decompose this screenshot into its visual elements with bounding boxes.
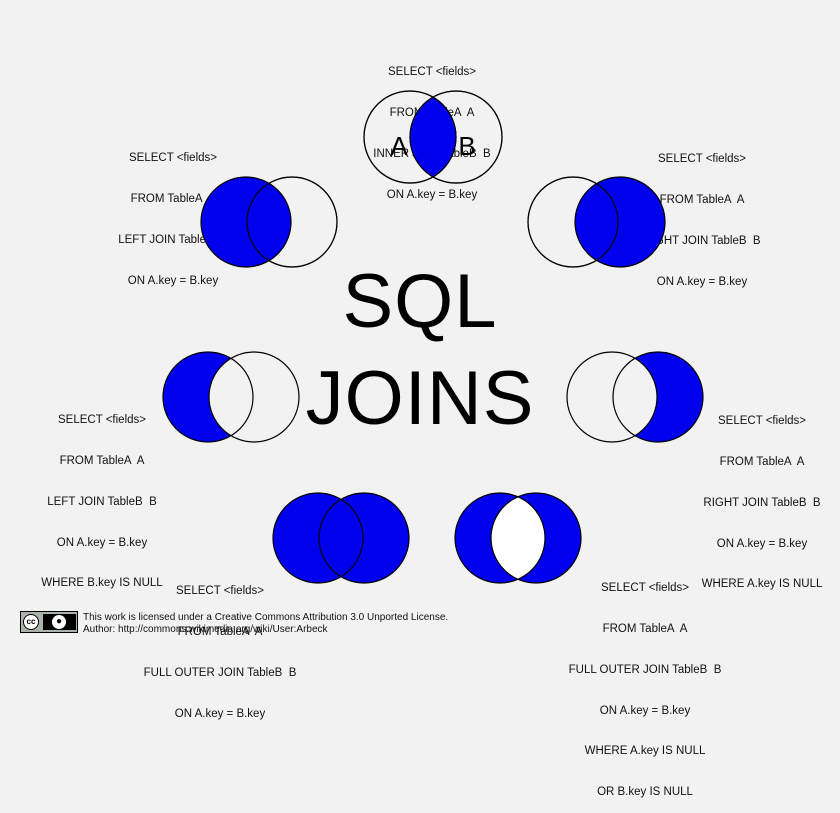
venn-circle-b <box>208 351 300 443</box>
venn-circle-a-filled <box>163 352 253 442</box>
venn-left-excluding-join <box>162 351 300 443</box>
sql-line: SELECT <fields> <box>387 66 476 79</box>
sql-right-join: SELECT <fields> FROM TableA A RIGHT JOIN… <box>622 126 782 303</box>
venn-full-outer-excluding-join <box>454 492 582 584</box>
sql-line: SELECT <fields> <box>57 414 146 427</box>
venn-circle-b-filled <box>319 493 409 583</box>
sql-right-excluding-join: SELECT <fields> FROM TableA A RIGHT JOIN… <box>682 388 840 606</box>
sql-line: WHERE B.key IS NULL <box>41 577 163 590</box>
sql-line: WHERE A.key IS NULL <box>701 578 823 591</box>
venn-right-join <box>527 176 666 268</box>
sql-line: SELECT <fields> <box>600 582 689 595</box>
venn-left-join <box>200 176 338 268</box>
sql-line: FROM TableA A <box>719 455 805 468</box>
venn-circle-b-filled <box>574 176 666 268</box>
license-line: This work is licensed under a Creative C… <box>83 612 449 623</box>
sql-line: FROM TableA A <box>59 454 145 467</box>
venn-right-excluding-join <box>566 351 704 443</box>
cc-license-badge[interactable]: cc ● <box>20 611 78 633</box>
venn-overlap-empty <box>491 493 545 583</box>
license-text: This work is licensed under a Creative C… <box>83 612 448 636</box>
sql-line: SELECT <fields> <box>128 152 217 165</box>
sql-line: WHERE A.key IS NULL <box>584 745 706 758</box>
circle-label-b: B <box>458 131 475 161</box>
cc-icon: cc <box>23 614 39 630</box>
person-icon: ● <box>52 615 66 629</box>
title-sql: SQL <box>342 259 498 344</box>
title-joins: JOINS <box>305 356 535 441</box>
sql-line: ON A.key = B.key <box>599 704 691 717</box>
sql-line: ON A.key = B.key <box>127 274 219 287</box>
sql-line: FULL OUTER JOIN TableB B <box>143 666 297 679</box>
sql-line: FROM TableA A <box>177 625 263 638</box>
sql-line: ON A.key = B.key <box>56 536 148 549</box>
sql-line: SELECT <fields> <box>717 415 806 428</box>
circle-label-a: A <box>390 131 408 161</box>
sql-line: ON A.key = B.key <box>656 275 748 288</box>
sql-line: FROM TableA A <box>602 622 688 635</box>
venn-circle-a-filled <box>200 176 292 268</box>
author-line: Author: http://commons.wikimedia.org/wik… <box>83 624 328 635</box>
venn-overlap <box>410 91 456 183</box>
venn-diagrams: A B <box>162 90 704 584</box>
sql-line: RIGHT JOIN TableB B <box>703 496 821 509</box>
sql-left-excluding-join: SELECT <fields> FROM TableA A LEFT JOIN … <box>22 387 182 605</box>
sql-line: OR B.key IS NULL <box>597 786 693 799</box>
venn-full-outer-join <box>272 492 410 584</box>
venn-circle-a <box>566 351 658 443</box>
sql-line: ON A.key = B.key <box>174 707 266 720</box>
venn-circle-b-filled <box>613 352 703 442</box>
sql-line: SELECT <fields> <box>657 153 746 166</box>
venn-inner-join: A B <box>363 90 503 184</box>
sql-line: FROM TableA A <box>659 193 745 206</box>
sql-line: SELECT <fields> <box>175 585 264 598</box>
sql-line: ON A.key = B.key <box>386 188 478 201</box>
sql-line: LEFT JOIN TableB B <box>47 495 157 508</box>
sql-line: ON A.key = B.key <box>716 537 808 550</box>
